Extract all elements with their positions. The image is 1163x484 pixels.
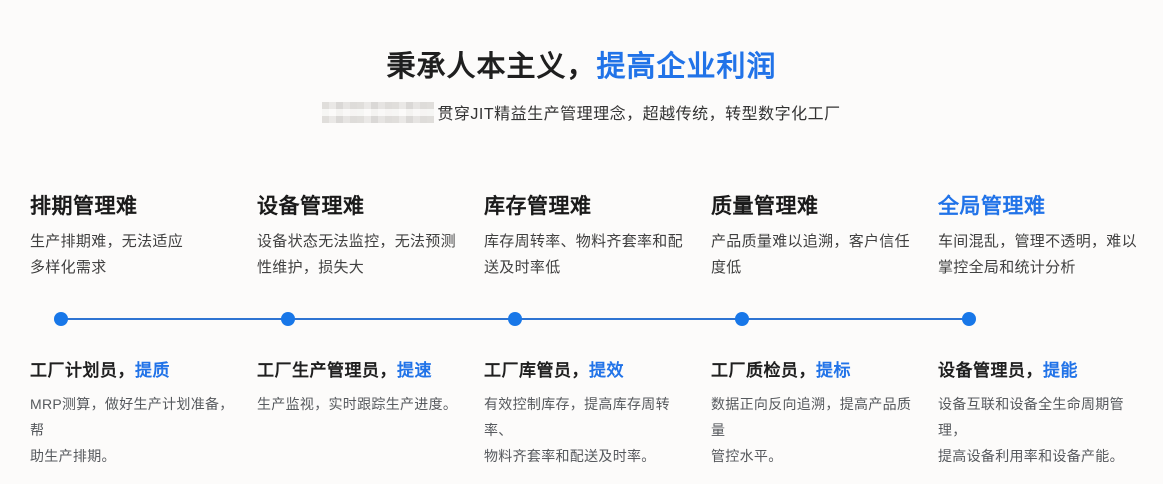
role-name: 工厂库管员， [484,361,589,380]
role-name: 设备管理员， [938,361,1043,380]
pain-point-title: 库存管理难 [484,195,592,218]
page-subtitle-text: 贯穿JIT精益生产管理理念，超越传统，转型数字化工厂 [437,106,841,123]
section-header: 秉承人本主义，提高企业利润 贯穿JIT精益生产管理理念，超越传统，转型数字化工厂 [0,0,1163,126]
role-title: 设备管理员，提能 [938,359,1145,383]
roles-row: 工厂计划员，提质 MRP测算，做好生产计划准备，帮 助生产排期。 工厂生产管理员… [0,359,1163,469]
page-title-black: 秉承人本主义， [386,51,597,83]
page-title: 秉承人本主义，提高企业利润 [0,48,1163,86]
pain-point-desc: 库存周转率、物料齐套率和配 送及时率低 [484,233,683,276]
role-name: 工厂计划员， [30,361,135,380]
timeline-dot [508,312,522,326]
page-subtitle: 贯穿JIT精益生产管理理念，超越传统，转型数字化工厂 [0,102,1163,126]
timeline [0,311,1163,327]
role-production-manager: 工厂生产管理员，提速 生产监视，实时跟踪生产进度。 [257,359,464,469]
pain-point-desc: 车间混乱，管理不透明，难以 掌控全局和统计分析 [938,233,1137,276]
role-equipment-manager: 设备管理员，提能 设备互联和设备全生命周期管理， 提高设备利用率和设备产能。 [938,359,1145,469]
redacted-brand-logo [322,102,435,123]
role-tag: 提标 [816,361,851,380]
role-tag: 提效 [589,361,624,380]
role-desc: MRP测算，做好生产计划准备，帮 助生产排期。 [30,396,234,464]
role-name: 工厂生产管理员， [257,361,397,380]
role-name: 工厂质检员， [711,361,816,380]
role-tag: 提能 [1043,361,1078,380]
role-title: 工厂库管员，提效 [484,359,691,383]
role-quality-inspector: 工厂质检员，提标 数据正向反向追溯，提高产品质量 管控水平。 [711,359,918,469]
pain-point-desc: 设备状态无法监控，无法预测 性维护，损失大 [257,233,456,276]
timeline-dot [281,312,295,326]
timeline-dot [735,312,749,326]
role-tag: 提质 [135,361,170,380]
role-desc: 生产监视，实时跟踪生产进度。 [257,396,458,412]
role-title: 工厂质检员，提标 [711,359,918,383]
role-title: 工厂计划员，提质 [30,359,237,383]
role-desc: 设备互联和设备全生命周期管理， 提高设备利用率和设备产能。 [938,396,1124,464]
timeline-dot [54,312,68,326]
pain-point-inventory: 库存管理难 库存周转率、物料齐套率和配 送及时率低 [484,192,691,281]
pain-point-global: 全局管理难 车间混乱，管理不透明，难以 掌控全局和统计分析 [938,192,1145,281]
pain-point-title: 质量管理难 [711,195,819,218]
pain-points-row: 排期管理难 生产排期难，无法适应 多样化需求 设备管理难 设备状态无法监控，无法… [0,192,1163,281]
role-desc: 有效控制库存，提高库存周转率、 物料齐套率和配送及时率。 [484,396,670,464]
pain-point-scheduling: 排期管理难 生产排期难，无法适应 多样化需求 [30,192,237,281]
pain-point-desc: 产品质量难以追溯，客户信任 度低 [711,233,910,276]
pain-point-equipment: 设备管理难 设备状态无法监控，无法预测 性维护，损失大 [257,192,464,281]
page-title-blue: 提高企业利润 [596,51,777,83]
role-warehouse-keeper: 工厂库管员，提效 有效控制库存，提高库存周转率、 物料齐套率和配送及时率。 [484,359,691,469]
pain-point-desc: 生产排期难，无法适应 多样化需求 [30,233,184,276]
pain-point-title: 设备管理难 [257,195,365,218]
pain-point-title: 排期管理难 [30,195,138,218]
role-desc: 数据正向反向追溯，提高产品质量 管控水平。 [711,396,912,464]
role-title: 工厂生产管理员，提速 [257,359,464,383]
role-tag: 提速 [397,361,432,380]
pain-point-title: 全局管理难 [938,195,1046,218]
role-planner: 工厂计划员，提质 MRP测算，做好生产计划准备，帮 助生产排期。 [30,359,237,469]
timeline-dot [962,312,976,326]
pain-point-quality: 质量管理难 产品质量难以追溯，客户信任 度低 [711,192,918,281]
